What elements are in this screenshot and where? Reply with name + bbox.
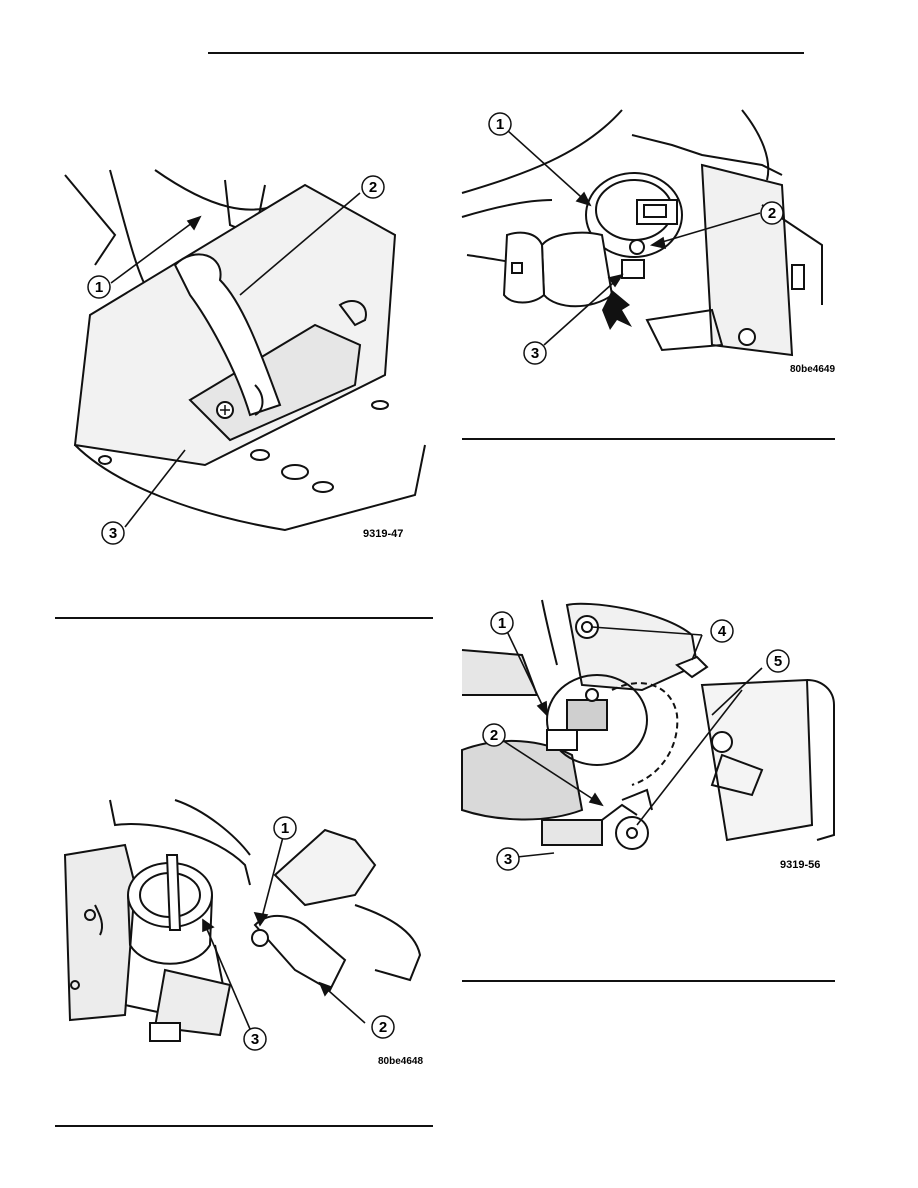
figure-4-illustration: 1 2 3 4 5 9319-56: [461, 599, 835, 871]
figure-4-column-assembly: 1 2 3 4 5 9319-56: [461, 595, 835, 880]
fig3-separator: [462, 438, 835, 440]
fig1-callout-2: 2: [369, 179, 377, 196]
fig1-callout-3: 3: [109, 525, 117, 542]
fig2-callout-2: 2: [379, 1019, 387, 1036]
figure-3-callouts: 1 2 3: [488, 112, 784, 365]
figure-1-callouts: 1 2 3: [87, 175, 385, 545]
figure-3-illustration: 1 2 3 80be4649: [461, 109, 835, 375]
fig2-callout-1: 1: [281, 820, 289, 837]
figure-2-illustration: 1 2 3 80be4648: [63, 799, 423, 1067]
figure-1-illustration: 1 2 3 9319-47: [64, 169, 426, 545]
fig1-code: 9319-47: [363, 528, 403, 540]
figure-4-callouts: 1 2 3 4 5: [482, 611, 790, 871]
fig2-code: 80be4648: [378, 1056, 423, 1067]
fig4-code: 9319-56: [780, 859, 820, 871]
fig2-separator: [55, 1125, 433, 1127]
fig4-callout-4: 4: [718, 623, 727, 640]
fig1-callout-1: 1: [95, 279, 103, 296]
fig3-code: 80be4649: [790, 364, 835, 375]
fig3-callout-2: 2: [768, 205, 776, 222]
figure-3-ignition-switch: 1 2 3 80be4649: [461, 105, 835, 380]
fig4-callout-3: 3: [504, 851, 512, 868]
fig2-callout-3: 3: [251, 1031, 259, 1048]
fig4-callout-2: 2: [490, 727, 498, 744]
fig3-callout-3: 3: [531, 345, 539, 362]
figure-1-shifter-lever: 1 2 3 9319-47: [55, 165, 435, 565]
fig1-separator: [55, 617, 433, 619]
figure-2-lock-cylinder: 1 2 3 80be4648: [55, 795, 435, 1067]
fig4-separator: [462, 980, 835, 982]
figure-2-callouts: 1 2 3: [243, 816, 395, 1051]
fig4-callout-5: 5: [774, 653, 782, 670]
header-rule: [208, 52, 804, 54]
fig4-callout-1: 1: [498, 615, 506, 632]
fig3-callout-1: 1: [496, 116, 504, 133]
